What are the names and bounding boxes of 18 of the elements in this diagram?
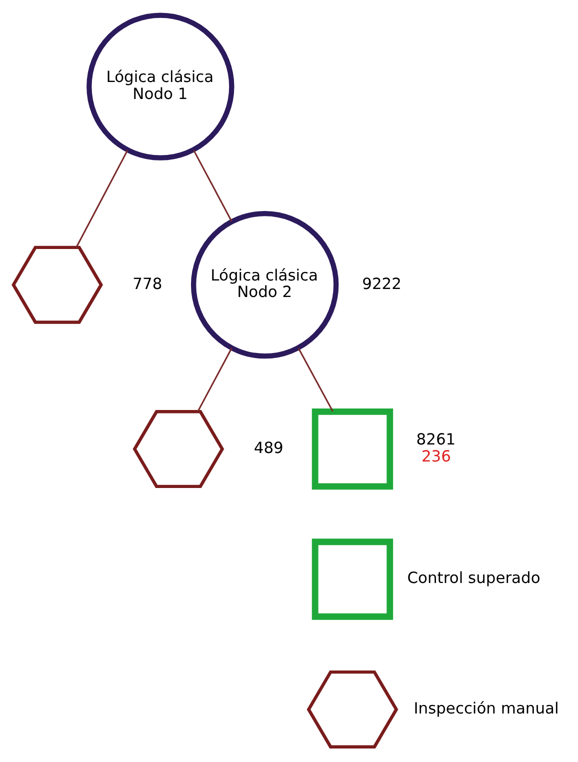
node-label: 8261 (416, 430, 456, 449)
node-hexagon (132, 410, 224, 488)
node-hexagon (12, 246, 103, 324)
node-label: Inspección manual (414, 699, 559, 718)
node-hexagon (306, 670, 398, 748)
node-circle: Lógica clásica Nodo 2 (190, 210, 339, 359)
node-box (312, 408, 394, 490)
connector (298, 348, 334, 412)
connector (193, 150, 232, 222)
node-label: 778 (132, 274, 162, 293)
node-label: 9222 (362, 274, 402, 293)
node-label: 236 (421, 447, 451, 466)
connector (197, 348, 232, 412)
node-box (312, 538, 394, 620)
node-circle: Lógica clásica Nodo 1 (86, 12, 234, 160)
connector (76, 150, 128, 248)
node-label: 489 (254, 439, 284, 458)
node-label: Control superado (407, 569, 540, 588)
